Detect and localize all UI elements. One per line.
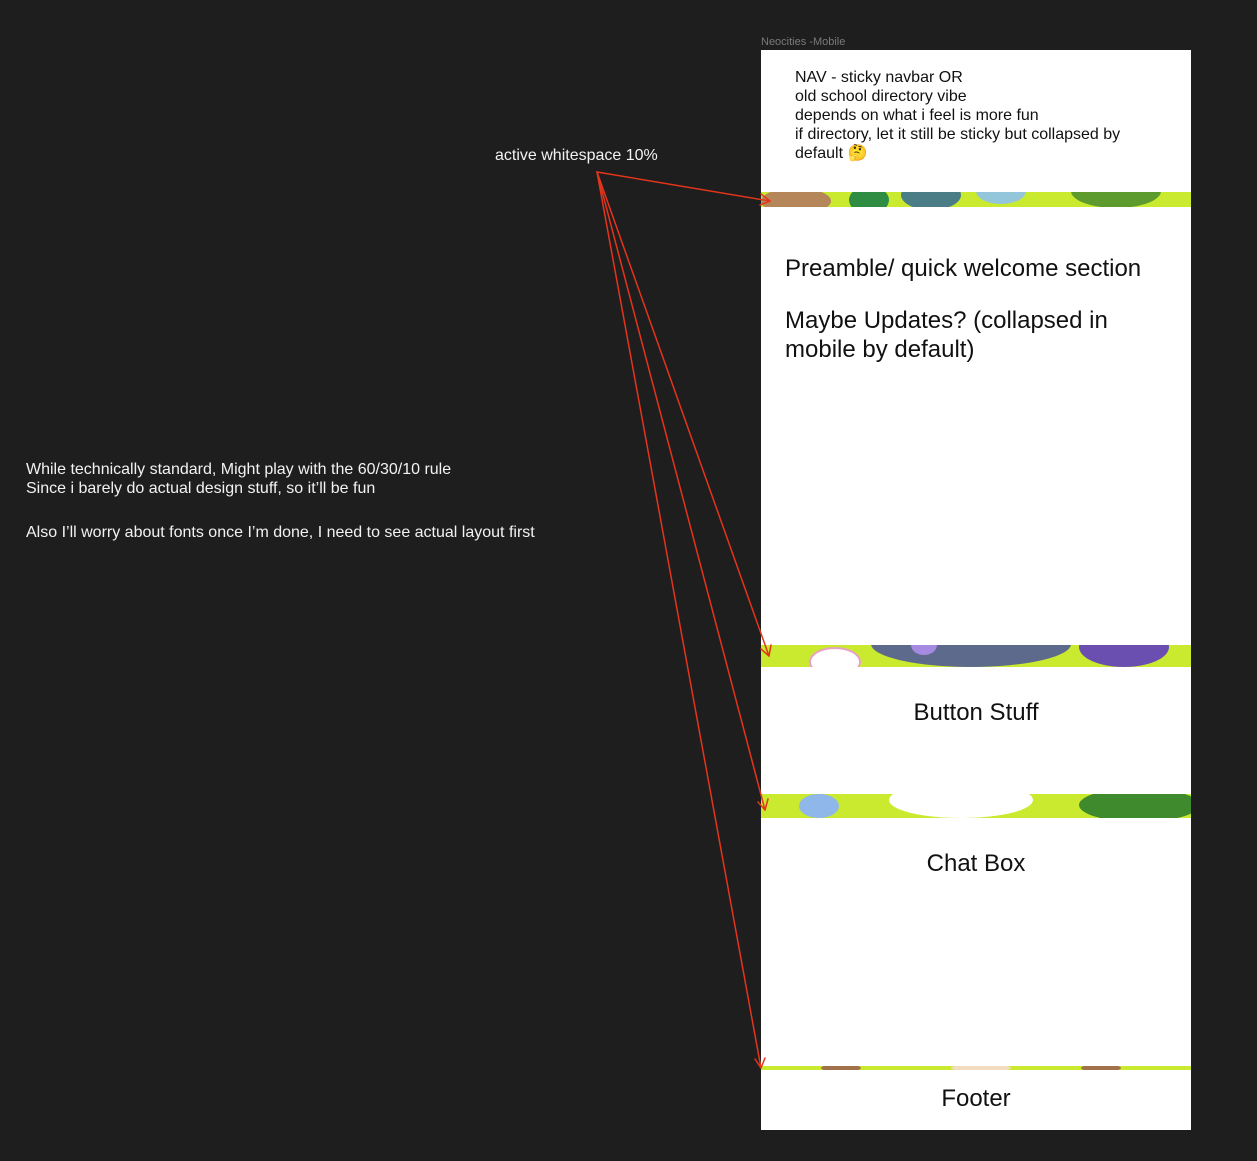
art-sticker: [1079, 645, 1169, 667]
chat-box-title: Chat Box: [926, 850, 1026, 877]
footer-title: Footer: [941, 1085, 1011, 1112]
art-sticker: [911, 645, 937, 655]
art-sticker: [799, 794, 839, 818]
art-sticker: [761, 192, 831, 207]
whitespace-annotation[interactable]: active whitespace 10%: [495, 147, 658, 164]
art-sticker: [1079, 794, 1191, 818]
nav-note-line: old school directory vibe: [795, 88, 967, 105]
art-sticker: [889, 794, 1033, 818]
art-sticker: [809, 647, 861, 667]
art-sticker: [821, 1066, 861, 1070]
decor-strip: [761, 645, 1191, 667]
design-rule-note[interactable]: While technically standard, Might play w…: [26, 461, 452, 478]
fonts-note[interactable]: Also I’ll worry about fonts once I’m don…: [26, 524, 535, 541]
art-sticker: [871, 645, 1071, 667]
chat-section: Chat Box: [761, 818, 1191, 1066]
updates-note: Maybe Updates? (collapsed in mobile by d…: [785, 307, 1108, 363]
preamble-heading: Preamble/ quick welcome section: [785, 255, 1142, 282]
art-sticker: [901, 192, 961, 207]
decor-strip: [761, 192, 1191, 207]
art-sticker: [849, 192, 889, 207]
arrow-line: [596, 171, 762, 1069]
nav-section: NAV - sticky navbar OR old school direct…: [761, 50, 1191, 192]
art-sticker: [976, 192, 1026, 204]
decor-strip: [761, 794, 1191, 818]
nav-notes: NAV - sticky navbar OR old school direct…: [795, 68, 1175, 163]
frame-label[interactable]: Neocities -Mobile: [761, 36, 846, 48]
art-sticker: [1081, 1066, 1121, 1070]
arrow-line: [596, 171, 771, 202]
nav-note-line: NAV - sticky navbar OR: [795, 69, 963, 86]
preamble-text: Preamble/ quick welcome section Maybe Up…: [785, 254, 1177, 364]
arrow-line: [596, 171, 766, 811]
preamble-section: [761, 207, 1191, 645]
button-stuff-title: Button Stuff: [913, 699, 1039, 726]
nav-note-line: depends on what i feel is more fun: [795, 107, 1039, 124]
nav-note-line: default 🤔: [795, 145, 868, 162]
footer-section: Footer: [761, 1070, 1191, 1130]
design-rule-note[interactable]: Since i barely do actual design stuff, s…: [26, 480, 376, 497]
art-sticker: [951, 1066, 1011, 1070]
art-sticker: [1071, 192, 1161, 207]
nav-note-line: if directory, let it still be sticky but…: [795, 126, 1121, 143]
button-section: Button Stuff: [761, 667, 1191, 794]
arrow-line: [596, 171, 770, 657]
mobile-frame[interactable]: NAV - sticky navbar OR old school direct…: [761, 50, 1191, 1130]
decor-strip: [761, 1066, 1191, 1070]
